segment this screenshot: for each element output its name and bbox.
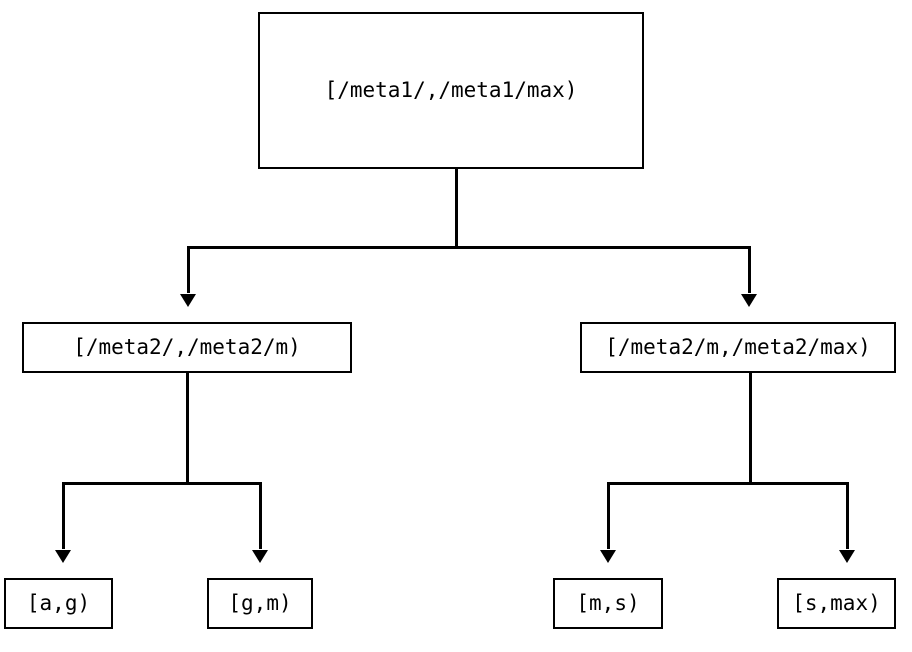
edge-mid-left-to-leaf2-drop — [259, 482, 262, 549]
node-leaf-1[interactable]: [a,g) — [4, 578, 113, 629]
node-leaf-3-label: [m,s) — [576, 591, 640, 615]
node-leaf-1-label: [a,g) — [26, 591, 91, 615]
node-root-label: [/meta1/,/meta1/max) — [324, 78, 578, 102]
edge-mid-right-to-leaf4-drop — [846, 482, 849, 549]
node-root[interactable]: [/meta1/,/meta1/max) — [258, 12, 644, 169]
node-mid-left-label: [/meta2/,/meta2/m) — [73, 335, 301, 359]
node-mid-right-label: [/meta2/m,/meta2/max) — [605, 335, 871, 359]
edge-mid-right-stem — [749, 373, 752, 484]
edge-mid-right-to-leaf3-drop — [607, 482, 610, 549]
arrowhead-to-leaf-3 — [600, 550, 616, 563]
edge-mid-right-crossbar — [607, 482, 849, 485]
node-leaf-3[interactable]: [m,s) — [553, 578, 663, 629]
node-mid-right[interactable]: [/meta2/m,/meta2/max) — [580, 322, 896, 373]
node-leaf-2-label: [g,m) — [228, 591, 292, 615]
edge-mid-left-stem — [186, 373, 189, 484]
node-leaf-2[interactable]: [g,m) — [207, 578, 313, 629]
arrowhead-to-leaf-4 — [839, 550, 855, 563]
edge-root-to-mid-left-drop — [187, 246, 190, 293]
edge-mid-left-crossbar — [62, 482, 262, 485]
arrowhead-to-leaf-1 — [55, 550, 71, 563]
edge-root-stem — [455, 169, 458, 248]
arrowhead-to-mid-left — [180, 294, 196, 307]
edge-mid-left-to-leaf1-drop — [62, 482, 65, 549]
node-leaf-4-label: [s,max) — [792, 591, 881, 615]
arrowhead-to-leaf-2 — [252, 550, 268, 563]
node-leaf-4[interactable]: [s,max) — [777, 578, 896, 629]
edge-root-crossbar — [187, 246, 751, 249]
arrowhead-to-mid-right — [741, 294, 757, 307]
edge-root-to-mid-right-drop — [748, 246, 751, 293]
node-mid-left[interactable]: [/meta2/,/meta2/m) — [22, 322, 352, 373]
